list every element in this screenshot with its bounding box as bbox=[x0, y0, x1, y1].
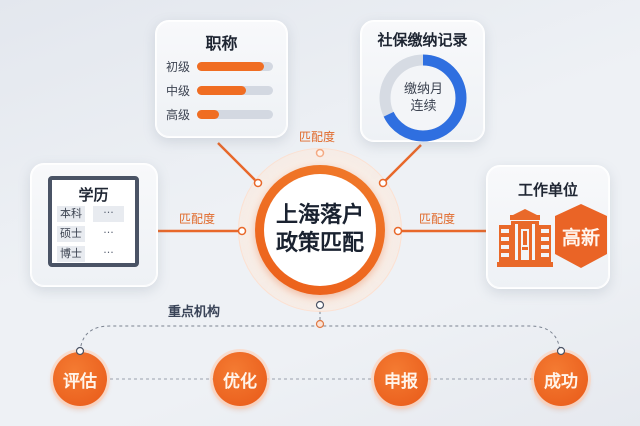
level-row-junior: 初级 bbox=[166, 58, 273, 75]
education-row: 硕士 ··· bbox=[57, 226, 124, 242]
center-title-line1: 上海落户 bbox=[275, 203, 364, 228]
level-bar-fill bbox=[197, 110, 220, 119]
step-success: 成功 bbox=[534, 352, 588, 406]
high-tech-badge-label: 高新 bbox=[561, 227, 600, 249]
title-card: 职称 初级 中级 高级 bbox=[155, 20, 288, 138]
donut-chart-icon bbox=[379, 54, 467, 142]
donut-label-line1: 缴纳月 bbox=[403, 82, 443, 97]
key-institutions-label: 重点机构 bbox=[168, 305, 221, 320]
level-bar-fill bbox=[197, 62, 264, 71]
level-row-intermediate: 中级 bbox=[166, 82, 273, 99]
center-title-line2: 政策匹配 bbox=[275, 231, 364, 256]
education-value: ··· bbox=[93, 206, 124, 222]
level-label: 初级 bbox=[166, 60, 191, 74]
education-heading: 学历 bbox=[78, 186, 109, 204]
level-label: 高级 bbox=[166, 108, 191, 122]
education-label: 本科 bbox=[57, 206, 85, 222]
center-hub: 上海落户 政策匹配 bbox=[255, 165, 385, 295]
step-evaluate: 评估 bbox=[53, 352, 107, 406]
social-security-heading: 社保缴纳记录 bbox=[377, 31, 468, 49]
step-optimize: 优化 bbox=[213, 352, 267, 406]
education-label: 博士 bbox=[57, 246, 85, 262]
education-card: 学历 本科 ··· 硕士 ··· 博士 ··· bbox=[30, 163, 158, 287]
match-label-left: 匹配度 bbox=[179, 212, 216, 226]
level-bar-track bbox=[197, 110, 273, 119]
building-icon bbox=[497, 209, 553, 267]
work-unit-heading: 工作单位 bbox=[517, 181, 578, 199]
high-tech-badge bbox=[555, 204, 607, 268]
education-value: ··· bbox=[103, 246, 114, 259]
education-document: 学历 本科 ··· 硕士 ··· 博士 ··· bbox=[48, 176, 139, 267]
step-apply: 申报 bbox=[374, 352, 428, 406]
level-label: 中级 bbox=[166, 84, 191, 98]
donut-label-line2: 连续 bbox=[410, 99, 437, 114]
match-label-right: 匹配度 bbox=[419, 212, 456, 226]
level-bar-track bbox=[197, 62, 273, 71]
center-hub-inner: 上海落户 政策匹配 bbox=[264, 174, 376, 286]
level-row-senior: 高级 bbox=[166, 106, 273, 123]
education-row: 博士 ··· bbox=[57, 246, 124, 262]
education-value: ··· bbox=[103, 226, 114, 239]
level-bar-fill bbox=[197, 86, 247, 95]
match-label-top: 匹配度 bbox=[299, 130, 336, 144]
title-card-heading: 职称 bbox=[205, 34, 238, 53]
level-bar-track bbox=[197, 86, 273, 95]
social-security-card: 社保缴纳记录 缴纳月 连续 bbox=[360, 20, 485, 142]
education-label: 硕士 bbox=[57, 226, 85, 242]
education-row: 本科 ··· bbox=[57, 206, 124, 222]
work-unit-card: 工作单位 高新 bbox=[486, 165, 610, 289]
